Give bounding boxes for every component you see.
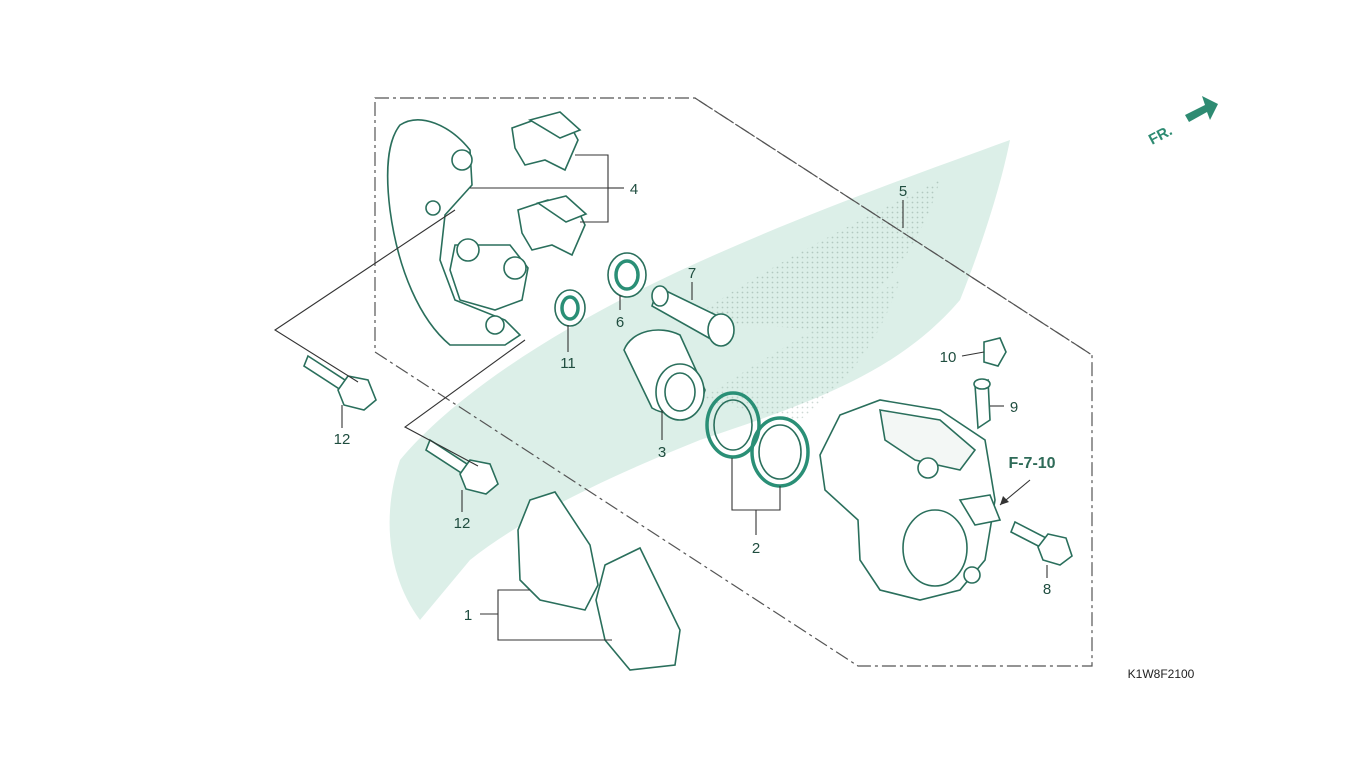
bracket-bolt-lower: [425, 438, 499, 495]
callout-6: 6: [616, 314, 624, 331]
callout-8: 8: [1043, 581, 1051, 598]
callout-4: 4: [630, 181, 638, 198]
pin-boot: [607, 252, 647, 298]
caliper-body: [819, 399, 1002, 601]
reference-label: F-7-10: [1008, 455, 1055, 472]
caliper-bolt: [1009, 520, 1073, 566]
callout-2: 2: [752, 540, 760, 557]
callout-1: 1: [464, 607, 472, 624]
bleed-valve-cap: [983, 337, 1007, 367]
callout-labels: 1 2 3 4 5 6 7 8 9 10 11 12 12: [334, 181, 1052, 624]
callout-7: 7: [688, 265, 696, 282]
caliper-bracket: [386, 119, 529, 346]
callout-9: 9: [1010, 399, 1018, 416]
brake-pads: [517, 491, 681, 671]
front-arrow-icon: [1185, 96, 1218, 122]
leader-lines: [273, 154, 1048, 641]
pad-spring-upper: [511, 111, 582, 172]
bracket-bolt-upper: [303, 354, 377, 411]
callout-3: 3: [658, 444, 666, 461]
callout-5: 5: [899, 183, 907, 200]
callout-12-lower: 12: [454, 515, 471, 532]
callout-11: 11: [560, 355, 576, 372]
caliper-piston: [623, 329, 706, 421]
bracket-boot: [554, 289, 586, 327]
bleed-valve: [973, 378, 991, 430]
callout-12-upper: 12: [334, 431, 351, 448]
assembly-outline-edge: [694, 97, 1093, 356]
front-direction-indicator: FR.: [1146, 96, 1218, 149]
slide-pin: [651, 285, 735, 347]
callout-10: 10: [940, 349, 957, 366]
drawing-code: K1W8F2100: [1128, 667, 1195, 681]
front-direction-label: FR.: [1146, 122, 1175, 148]
pad-spring-lower: [517, 195, 588, 257]
